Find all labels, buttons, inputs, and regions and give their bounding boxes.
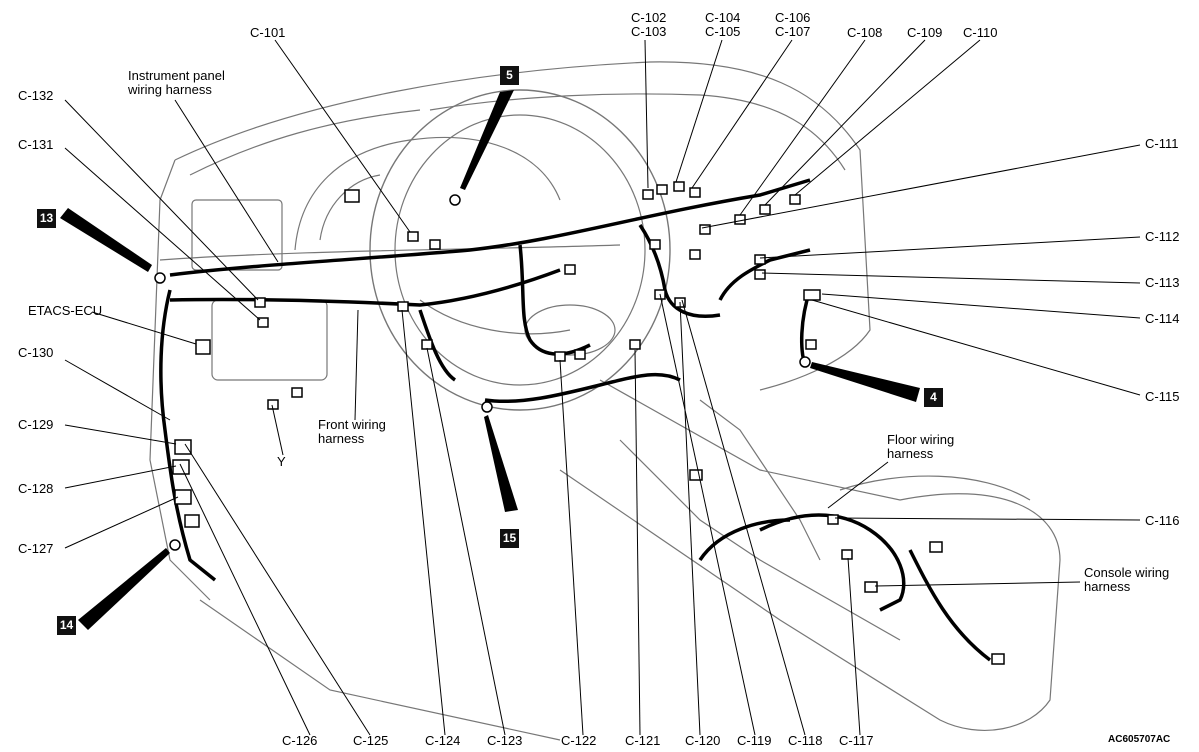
label-c-101: C-101	[250, 25, 286, 40]
ground-point-13: 13	[37, 209, 56, 228]
label-c-109: C-109	[907, 25, 943, 40]
label-c-124: C-124	[425, 733, 461, 748]
label-c-128: C-128	[18, 481, 54, 496]
label-c-123: C-123	[487, 733, 523, 748]
label-c-104: C-104	[705, 10, 741, 25]
label-c-122: C-122	[561, 733, 597, 748]
label-etacs-ecu: ETACS-ECU	[28, 303, 103, 318]
label-c-132: C-132	[18, 88, 54, 103]
label-c-105: C-105	[705, 24, 741, 39]
label-c-115: C-115	[1145, 389, 1180, 404]
ground-point-4: 4	[924, 388, 943, 407]
ground-point-15: 15	[500, 529, 519, 548]
label-c-102: C-102	[631, 10, 667, 25]
label-front-harness-2: harness	[318, 431, 365, 446]
label-c-116: C-116	[1145, 513, 1180, 528]
label-c-129: C-129	[18, 417, 54, 432]
label-c-110: C-110	[963, 25, 998, 40]
label-c-117: C-117	[839, 733, 874, 748]
label-c-112: C-112	[1145, 229, 1180, 244]
label-c-111: C-111	[1145, 136, 1179, 151]
label-c-103: C-103	[631, 24, 667, 39]
label-c-113: C-113	[1145, 275, 1180, 290]
label-c-119: C-119	[737, 733, 772, 748]
label-c-120: C-120	[685, 733, 721, 748]
label-instrument-panel-harness-2: wiring harness	[128, 82, 212, 97]
label-c-127: C-127	[18, 541, 54, 556]
label-c-121: C-121	[625, 733, 661, 748]
label-console-harness-2: harness	[1084, 579, 1131, 594]
label-c-118: C-118	[788, 733, 823, 748]
label-c-108: C-108	[847, 25, 883, 40]
label-floor-harness-2: harness	[887, 446, 934, 461]
ground-point-14: 14	[57, 616, 76, 635]
label-c-106: C-106	[775, 10, 811, 25]
figure-code: AC605707AC	[1108, 734, 1171, 745]
label-c-131: C-131	[18, 137, 54, 152]
label-c-130: C-130	[18, 345, 54, 360]
label-c-107: C-107	[775, 24, 811, 39]
label-floor-harness-1: Floor wiring	[887, 432, 955, 447]
label-instrument-panel-harness-1: Instrument panel	[128, 68, 225, 83]
label-c-125: C-125	[353, 733, 389, 748]
ground-point-5: 5	[500, 66, 519, 85]
label-console-harness-1: Console wiring	[1084, 565, 1170, 580]
label-c-114: C-114	[1145, 311, 1180, 326]
label-y: Y	[277, 454, 286, 469]
label-c-126: C-126	[282, 733, 318, 748]
label-front-harness-1: Front wiring	[318, 417, 386, 432]
